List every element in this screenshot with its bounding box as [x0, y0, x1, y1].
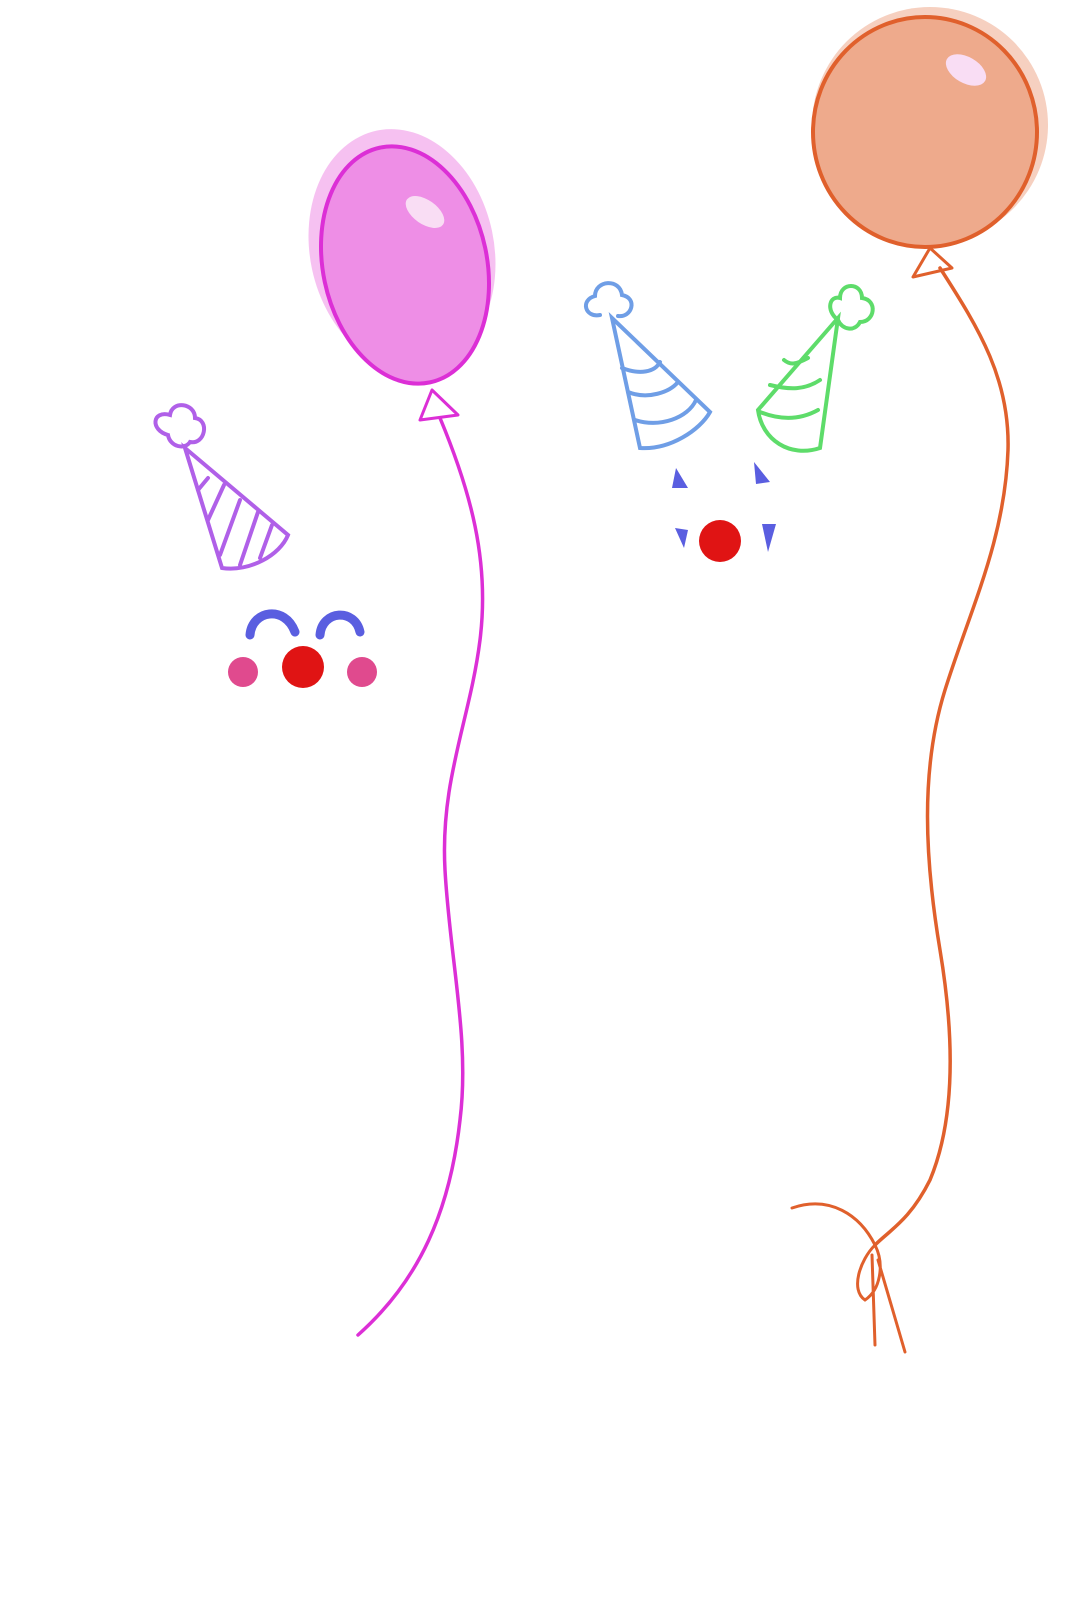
orange-balloon-highlight — [945, 54, 987, 86]
orange-balloon-string — [873, 266, 1010, 1247]
orange-balloon — [790, 7, 1048, 1354]
pink-balloon-body — [319, 144, 491, 386]
right-cheek-icon — [347, 657, 377, 687]
right-eye-icon — [315, 610, 365, 640]
orange-balloon-bow — [790, 1202, 907, 1354]
left-clown-face — [153, 403, 377, 688]
left-tear-mark-icon — [675, 528, 688, 548]
right-tear-mark-icon — [762, 524, 776, 552]
left-eye-icon — [245, 609, 300, 640]
nose-icon — [699, 520, 741, 562]
orange-balloon-knot — [911, 246, 954, 279]
nose-icon — [282, 646, 324, 688]
right-eye-icon — [754, 462, 770, 484]
pink-balloon-string — [356, 416, 485, 1337]
orange-balloon-body — [811, 15, 1039, 249]
blue-party-hat-icon — [584, 281, 713, 451]
pink-balloon-highlight — [405, 196, 445, 228]
green-party-hat-icon — [755, 284, 875, 453]
pink-balloon-knot — [418, 388, 460, 422]
pink-balloon — [308, 129, 496, 1337]
right-clown-face — [584, 281, 875, 562]
left-cheek-icon — [228, 657, 258, 687]
purple-party-hat-icon — [153, 403, 291, 571]
left-eye-icon — [672, 468, 688, 488]
